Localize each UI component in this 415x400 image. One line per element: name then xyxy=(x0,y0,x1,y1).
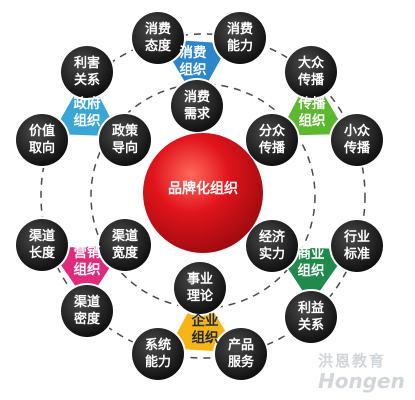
node-label-consumer-1: 消费能力 xyxy=(226,22,253,54)
node-business-2 xyxy=(285,291,337,343)
node-label-business-1: 行业标准 xyxy=(343,230,370,262)
node-label-government-0: 利害关系 xyxy=(73,56,100,88)
node-label-enterprise-0: 事业理论 xyxy=(186,272,213,304)
node-enterprise-2 xyxy=(132,328,184,380)
node-consumer-1 xyxy=(214,12,266,64)
node-label-government-1: 政策导向 xyxy=(111,124,138,156)
group-label-business: 商业组织 xyxy=(297,246,325,279)
node-government-1 xyxy=(99,114,151,166)
node-label-communication-2: 分众传播 xyxy=(258,124,285,156)
node-communication-0 xyxy=(285,46,337,98)
group-label-consumer: 消费组织 xyxy=(179,45,207,78)
group-label-marketing: 营销组织 xyxy=(73,245,101,278)
group-label-communication: 传播组织 xyxy=(298,96,326,129)
group-label-enterprise: 企业组织 xyxy=(191,313,219,346)
node-label-enterprise-2: 系统能力 xyxy=(144,338,171,370)
watermark-text: 洪恩教育 xyxy=(318,352,387,370)
outer-dashed-ring xyxy=(40,33,366,359)
triangle-government xyxy=(50,70,122,139)
node-label-business-0: 经济实力 xyxy=(258,230,285,262)
node-label-business-2: 利益关系 xyxy=(297,301,324,333)
node-enterprise-0 xyxy=(174,262,226,314)
node-business-1 xyxy=(331,220,383,272)
node-government-0 xyxy=(61,46,113,98)
node-marketing-0 xyxy=(99,219,151,271)
triangle-communication xyxy=(276,70,349,138)
center-circle xyxy=(143,133,263,253)
watermark-brand: Hongen xyxy=(318,369,405,393)
group-label-government: 政府组织 xyxy=(73,96,101,129)
node-label-communication-0: 大众传播 xyxy=(297,56,324,88)
node-label-government-2: 价值取向 xyxy=(28,124,55,156)
node-marketing-2 xyxy=(16,219,68,271)
node-label-consumer-2: 消费需求 xyxy=(183,90,210,122)
node-label-marketing-2: 渠道长度 xyxy=(28,229,55,261)
node-communication-1 xyxy=(331,114,383,166)
node-consumer-0 xyxy=(132,12,184,64)
node-consumer-2 xyxy=(171,80,223,132)
node-label-enterprise-1: 产品服务 xyxy=(227,338,254,370)
watermark: 洪恩教育 Hongen xyxy=(318,352,414,398)
node-enterprise-1 xyxy=(215,328,267,380)
node-label-consumer-0: 消费态度 xyxy=(144,22,171,54)
node-business-0 xyxy=(246,220,298,272)
node-government-2 xyxy=(16,114,68,166)
node-communication-2 xyxy=(246,114,298,166)
node-label-marketing-0: 渠道宽度 xyxy=(111,229,138,261)
node-label-communication-1: 小众传播 xyxy=(343,124,370,156)
center-label: 品牌化组织 xyxy=(168,181,238,197)
node-label-marketing-1: 渠道密度 xyxy=(73,295,100,327)
node-marketing-1 xyxy=(61,285,113,337)
